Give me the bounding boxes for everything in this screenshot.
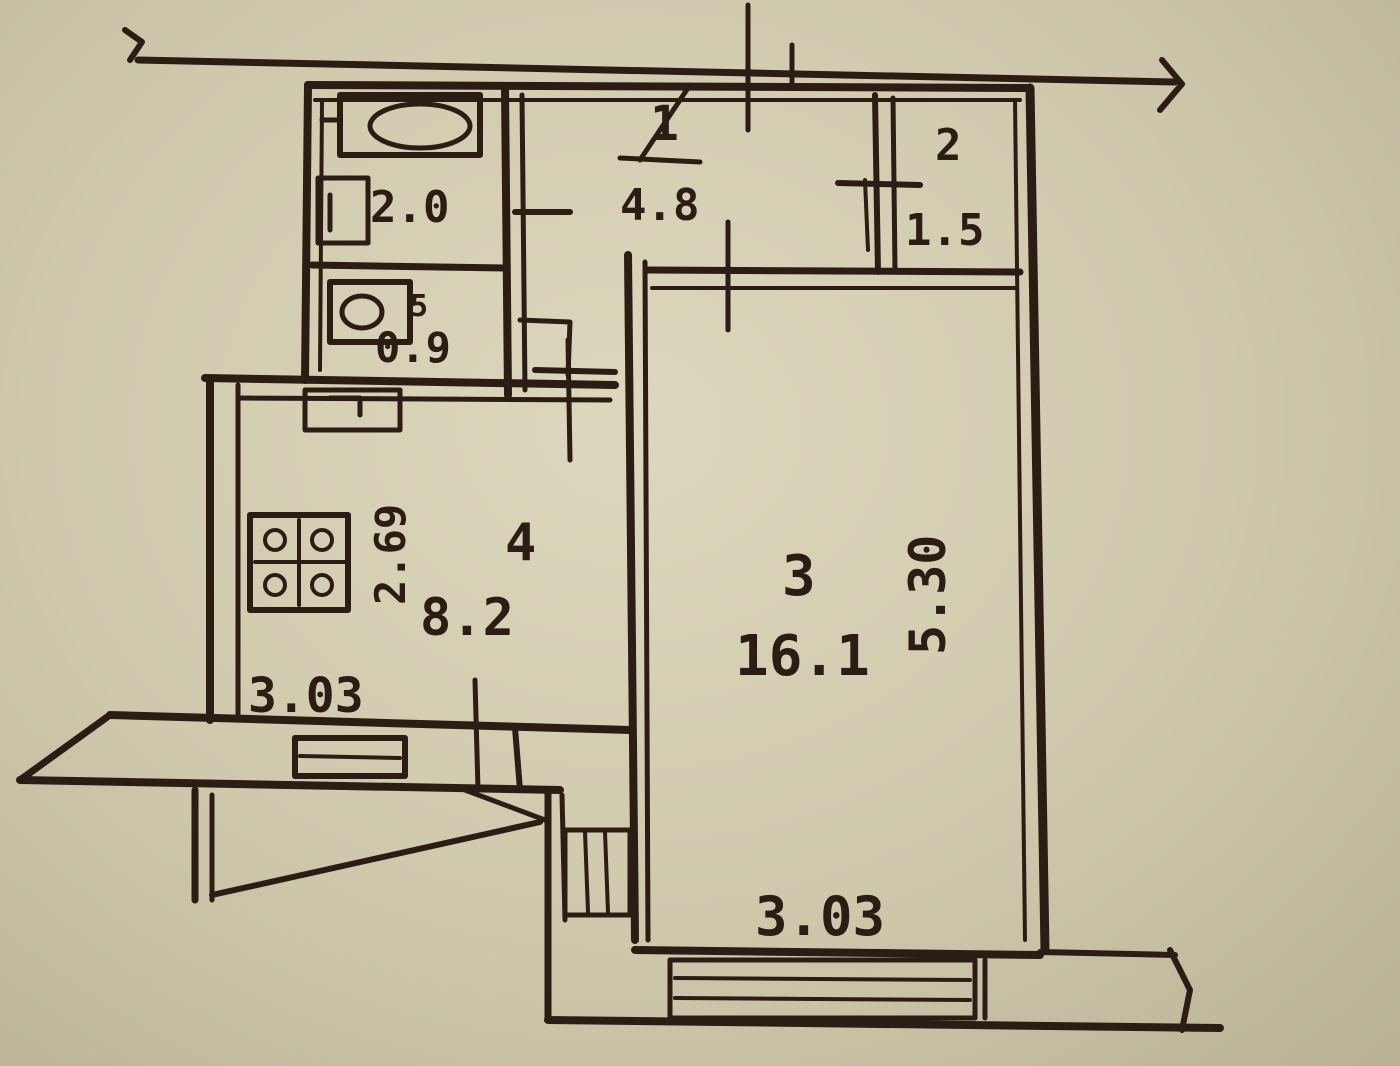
- bathroom: [308, 86, 573, 399]
- storage-area: 1.5: [905, 205, 984, 256]
- kitchen-area: 8.2: [420, 588, 514, 648]
- hall-number: 1: [650, 96, 679, 152]
- wc-number: 5: [410, 289, 428, 324]
- room-labels: 1 4.8 2 1.5 2.0 5 0.9 4 8.2 3 16.1: [370, 96, 984, 689]
- washbasin-icon: [315, 175, 371, 246]
- kitchen-width-dimension: 3.03: [248, 668, 364, 724]
- living-window-icon: [667, 957, 978, 1021]
- dimension-labels: 3.03 5.30 3.03 2.69: [248, 504, 957, 948]
- wc-area: 0.9: [375, 323, 451, 372]
- kitchen-number: 4: [505, 513, 536, 573]
- hall-area: 4.8: [620, 180, 699, 231]
- wc-cabinet: [302, 387, 403, 433]
- radiator-icon: [562, 827, 633, 918]
- kitchen-room: [247, 512, 481, 793]
- stove-icon: [247, 512, 351, 613]
- kitchen-depth-dimension: 2.69: [366, 504, 415, 605]
- bathroom-area: 2.0: [370, 182, 449, 233]
- living-length-dimension: 5.30: [899, 535, 957, 655]
- living-number: 3: [782, 544, 816, 609]
- section-line: [122, 2, 1185, 133]
- wc-room: [302, 279, 618, 463]
- storage-room: [835, 92, 923, 275]
- kitchen-window-icon: [292, 735, 408, 779]
- living-area: 16.1: [735, 624, 870, 689]
- toilet-icon: [327, 279, 413, 345]
- exterior-walls: [201, 81, 1050, 955]
- storage-number: 2: [935, 120, 962, 171]
- living-width-dimension: 3.03: [755, 885, 885, 948]
- living-bottom-wall: [544, 786, 1224, 1033]
- hallway-walls: [617, 82, 1024, 944]
- kitchen-window-balcony: [16, 711, 634, 904]
- bathtub-icon: [337, 92, 483, 158]
